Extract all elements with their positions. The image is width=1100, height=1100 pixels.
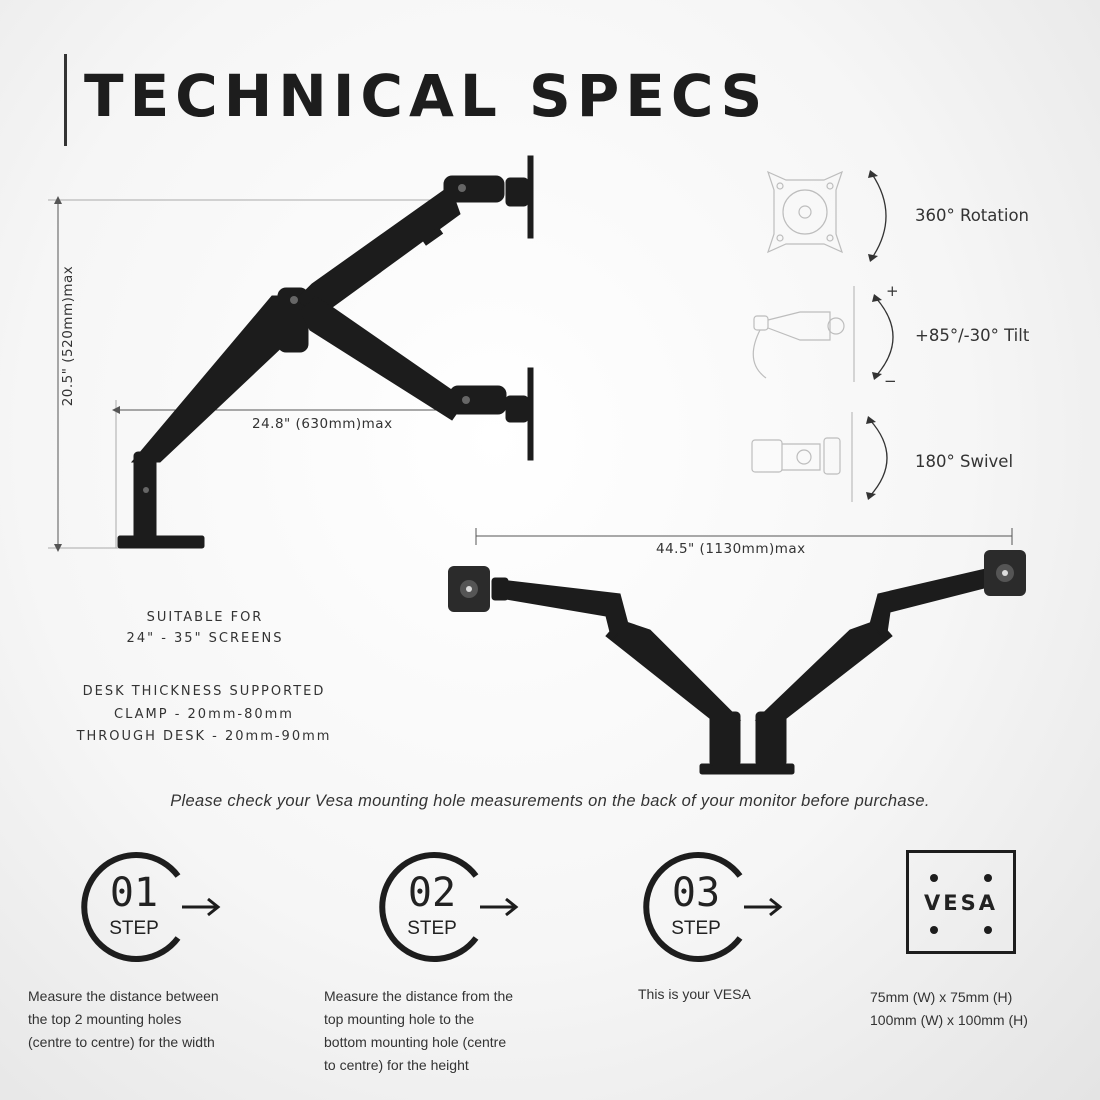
step-2-word: STEP: [407, 918, 457, 939]
screen-size-range: 24" - 35" SCREENS: [126, 631, 284, 646]
tilt-minus-sign: −: [884, 372, 897, 390]
step-3-word: STEP: [671, 918, 721, 939]
step-3-number: 03: [671, 870, 721, 916]
rotation-icon: [767, 170, 887, 262]
step-1-badge: 01 STEP: [76, 852, 226, 962]
suitable-for-label: SUITABLE FOR: [146, 610, 264, 625]
reach-dimension-label: 24.8" (630mm)max: [252, 416, 393, 432]
desk-thickness-label: DESK THICKNESS SUPPORTED: [82, 684, 326, 699]
vesa-check-note: Please check your Vesa mounting hole mea…: [170, 792, 930, 810]
vesa-hole-icon: [930, 926, 938, 934]
step-1-description: Measure the distance between the top 2 m…: [28, 988, 219, 1050]
span-dimension-label: 44.5" (1130mm)max: [656, 541, 806, 557]
tilt-plus-sign: +: [886, 282, 899, 300]
step-2-badge: 02 STEP: [374, 852, 524, 962]
tilt-icon: [752, 286, 894, 382]
feature-label-tilt: +85°/-30° Tilt: [915, 326, 1030, 345]
step-1-number: 01: [109, 870, 159, 916]
swivel-icon: [751, 412, 888, 502]
feature-label-rotation: 360° Rotation: [915, 206, 1029, 225]
step-2-description: Measure the distance from the top mounti…: [324, 988, 514, 1073]
vesa-hole-icon: [930, 874, 938, 882]
clamp-range: CLAMP - 20mm-80mm: [114, 707, 294, 722]
vesa-sizes: 75mm (W) x 75mm (H) 100mm (W) x 100mm (H…: [870, 989, 1028, 1028]
vesa-hole-icon: [984, 874, 992, 882]
step-3-description: This is your VESA: [638, 986, 751, 1002]
vesa-badge: VESA: [906, 850, 1016, 954]
step-3-badge: 03 STEP: [638, 852, 788, 962]
title-accent-bar: [64, 54, 67, 146]
feature-label-swivel: 180° Swivel: [915, 452, 1014, 471]
step-1-word: STEP: [109, 918, 159, 939]
height-dimension-label: 20.5" (520mm)max: [60, 265, 76, 407]
through-desk-range: THROUGH DESK - 20mm-90mm: [76, 729, 332, 744]
vesa-badge-text: VESA: [924, 891, 998, 915]
vesa-hole-icon: [984, 926, 992, 934]
step-2-number: 02: [407, 870, 457, 916]
page-title: TECHNICAL SPECS: [84, 62, 769, 130]
